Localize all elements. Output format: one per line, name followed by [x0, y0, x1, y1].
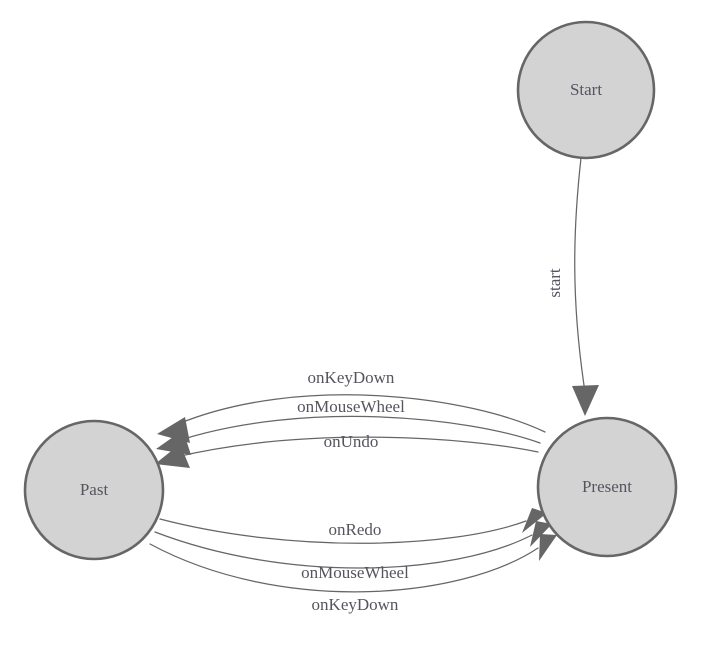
- edge-e-past-present-mousewheel: [154, 531, 533, 569]
- arrowhead-e-present-past-undo: [155, 444, 190, 468]
- edge-label-e-present-past-mousewheel: onMouseWheel: [297, 397, 405, 416]
- edge-labels-layer: start onKeyDown onMouseWheel onUndo onRedo on…: [297, 268, 564, 614]
- edge-e-present-past-mousewheel: [176, 415, 541, 444]
- node-circle-past[interactable]: [23, 419, 165, 561]
- edge-e-past-present-keydown: [149, 543, 539, 593]
- edge-e-past-present-redo: [159, 518, 527, 544]
- edge-label-e-start-present: start: [545, 268, 564, 298]
- node-present[interactable]: Present: [536, 416, 678, 558]
- edge-label-e-past-present-mousewheel: onMouseWheel: [301, 563, 409, 582]
- arrowhead-e-past-present-mousewheel: [530, 521, 552, 547]
- arrowheads-layer: [155, 385, 599, 561]
- arrowhead-e-present-past-mousewheel: [156, 430, 191, 455]
- node-circle-start[interactable]: [516, 20, 656, 160]
- node-past[interactable]: Past: [23, 419, 165, 561]
- node-label-present: Present: [582, 477, 632, 496]
- edge-e-start-present: [574, 157, 586, 393]
- edge-e-present-past-keydown: [177, 394, 546, 433]
- arrowhead-e-past-present-keydown: [539, 534, 557, 561]
- edge-label-e-present-past-keydown: onKeyDown: [308, 368, 395, 387]
- node-label-start: Start: [570, 80, 602, 99]
- node-label-past: Past: [80, 480, 109, 499]
- edge-label-e-present-past-undo: onUndo: [324, 432, 379, 451]
- edges-layer: [149, 157, 586, 593]
- edge-label-e-past-present-redo: onRedo: [329, 520, 382, 539]
- node-start[interactable]: Start: [516, 20, 656, 160]
- node-circle-present[interactable]: [536, 416, 678, 558]
- edge-e-present-past-undo: [175, 436, 539, 458]
- arrowhead-e-past-present-redo: [522, 508, 547, 533]
- arrowhead-e-start-present: [572, 385, 599, 416]
- edge-label-e-past-present-keydown: onKeyDown: [312, 595, 399, 614]
